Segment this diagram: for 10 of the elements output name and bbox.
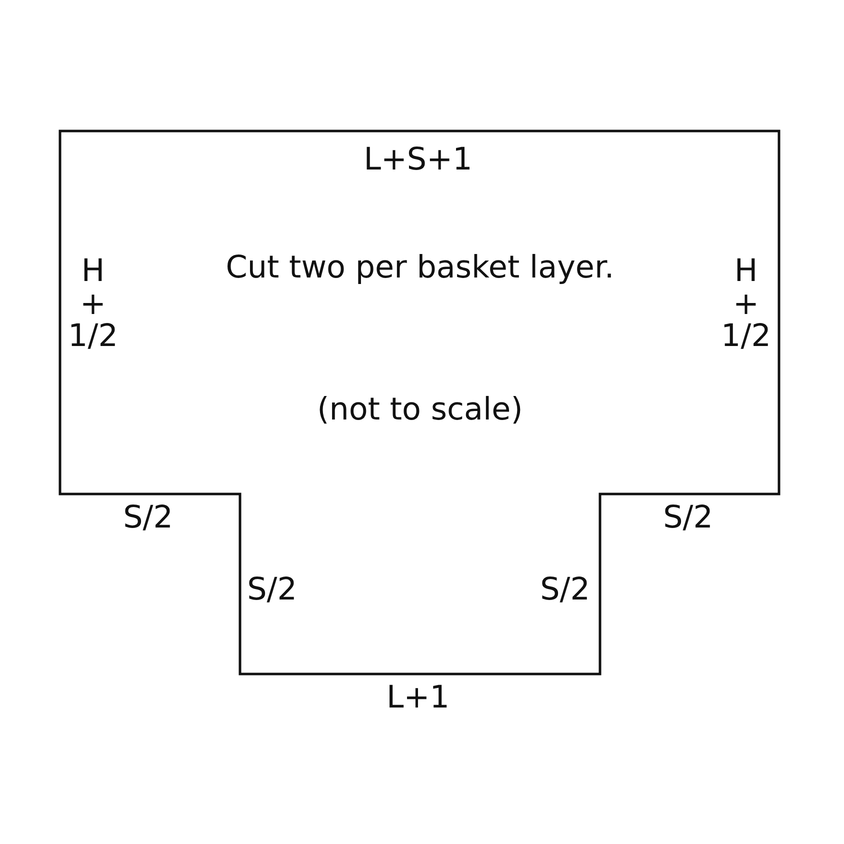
dimension-label: S/2 (540, 574, 590, 606)
dimension-label: H + 1/2 (68, 255, 118, 353)
instruction-note: Cut two per basket layer. (226, 252, 614, 284)
dimension-label: S/2 (247, 574, 297, 606)
dimension-label: S/2 (123, 502, 173, 534)
scale-note: (not to scale) (317, 394, 523, 426)
dimension-label: L+S+1 (364, 144, 472, 176)
dimension-label: H + 1/2 (721, 255, 771, 353)
dimension-label: L+1 (386, 682, 450, 714)
dimension-label: S/2 (663, 502, 713, 534)
